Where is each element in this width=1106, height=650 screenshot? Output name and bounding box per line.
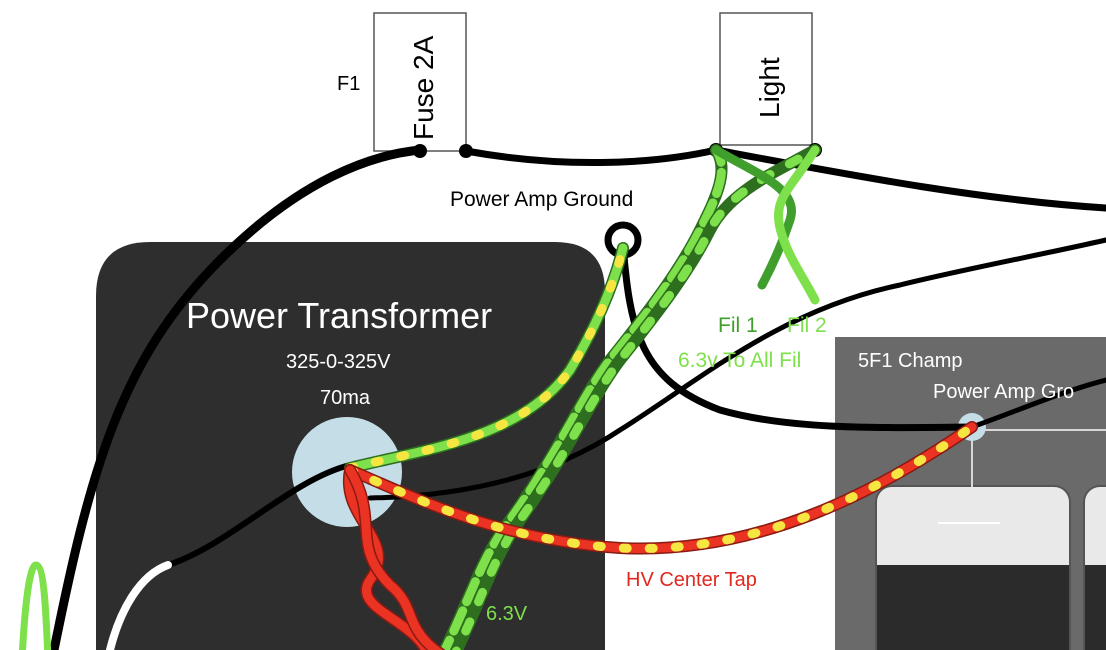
chassis-title: 5F1 Champ: [858, 350, 963, 372]
green-loop-wire: [19, 561, 52, 650]
fuse-ref-label: F1: [337, 73, 360, 95]
heater-wire-b-outline: [450, 144, 821, 650]
hv-sec-b: [345, 465, 443, 650]
hv-secondary-pair: [342, 464, 446, 650]
heater-twisted-pair: [438, 144, 821, 650]
heater-note-label: 6.3v To All Fil: [678, 349, 801, 372]
transformer-title: Power Transformer: [186, 295, 492, 336]
pilot-light[interactable]: [719, 12, 813, 146]
chassis-ground-label: Power Amp Gro: [933, 381, 1074, 403]
fil-1-wire: [711, 145, 796, 290]
fil-2-label: Fil 2: [787, 314, 827, 337]
fuse-terminal-left[interactable]: [413, 144, 427, 158]
fuse-label: Fuse 2A: [408, 35, 439, 140]
secondary-6v3-label: 6.3V: [486, 603, 528, 625]
hv-wire-stripes: [345, 422, 977, 554]
primary-wire: [165, 462, 353, 568]
ground-wire-to-chassis: [619, 241, 976, 432]
transformer-voltage: 325-0-325V: [286, 351, 391, 373]
white-primary-wire: [106, 561, 172, 650]
fuse-to-light-wire: [462, 146, 720, 166]
light-to-switch-wire: [712, 146, 1106, 212]
chassis-ground-wire: [969, 377, 1106, 430]
hv-center-tap-label: HV Center Tap: [626, 569, 757, 591]
transformer-current: 70ma: [320, 387, 371, 409]
filament-pair: [711, 145, 820, 305]
heater-wire-a: [439, 145, 727, 650]
fil-2-wire: [773, 145, 820, 305]
tube-socket-1-base: [877, 565, 1069, 650]
power-amp-ground-label: Power Amp Ground: [450, 188, 633, 211]
fuse-terminal-right[interactable]: [459, 144, 473, 158]
hv-sec-a: [344, 465, 432, 650]
tube-socket-2-base: [1085, 565, 1106, 650]
primary-return-wire: [367, 237, 1106, 501]
black-wires: [49, 145, 1106, 650]
fil-1-label: Fil 1: [718, 314, 758, 337]
green-yellow-ground-wire: [344, 242, 629, 474]
light-label: Light: [754, 57, 785, 118]
mains-wire-to-fuse: [49, 145, 425, 650]
chassis-5f1-champ: [835, 337, 1106, 650]
gy-wire-stripes: [345, 243, 628, 473]
hv-center-tap-wire: [344, 421, 978, 555]
